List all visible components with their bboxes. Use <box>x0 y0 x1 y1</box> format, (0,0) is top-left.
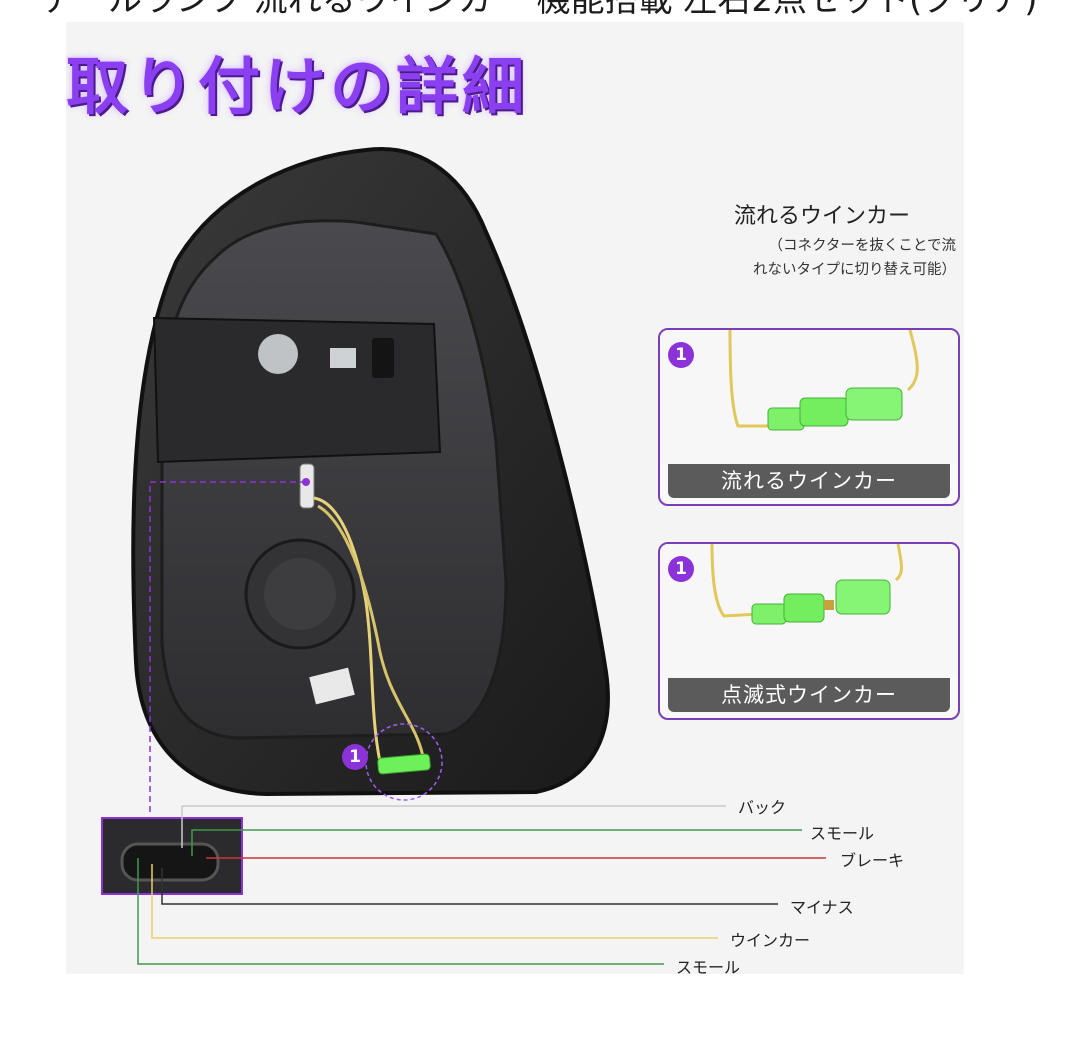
wire-line-back <box>181 805 726 848</box>
header-strip: ーテールランプ 流れるウインカー 機能搭載 左右2点セット(クリア) <box>0 0 1080 22</box>
wire-label-brake: ブレーキ <box>840 851 905 870</box>
wire-line-small-1 <box>191 829 802 856</box>
wire-label-small-1: スモール <box>810 824 875 843</box>
lamp-sticker <box>258 334 298 374</box>
lamp-mount-block <box>152 316 442 464</box>
lamp-wire-b <box>317 504 426 763</box>
product-image-panel: 取り付けの詳細 <box>66 22 964 974</box>
wire-label-winker: ウインカー <box>730 931 811 950</box>
winker-heading: 流れるウインカー <box>733 204 910 229</box>
sequential-winker-card: 1 流れるウインカー <box>658 328 960 506</box>
barcode-sticker <box>309 667 355 705</box>
lamp-label <box>330 348 356 368</box>
lamp-inner-body <box>160 219 508 740</box>
lamp-connector-badge: 1 <box>342 744 368 770</box>
lamp-socket <box>299 463 315 509</box>
header-strip-text: ーテールランプ 流れるウインカー 機能搭載 左右2点セット(クリア) <box>6 0 1038 20</box>
winker-note-line-1: （コネクターを抜くことで流 <box>768 238 956 254</box>
wire-label-back: バック <box>738 798 787 817</box>
wire-line-winker <box>151 864 718 939</box>
blinking-connector-photo <box>660 544 958 678</box>
card-badge: 1 <box>668 342 694 368</box>
wire-line-minus <box>161 868 778 905</box>
socket-leader-dot <box>302 478 310 486</box>
wire-line-small-2 <box>137 858 664 965</box>
lamp-tab <box>372 338 394 378</box>
socket-leader-line <box>149 481 306 816</box>
lamp-connector <box>377 753 431 775</box>
sequential-connector-photo <box>660 330 958 464</box>
connector-detail-port <box>120 842 220 882</box>
winker-note: （コネクターを抜くことで流 れないタイプに切り替え可能） <box>670 234 956 282</box>
lamp-vent-inner <box>264 558 336 630</box>
card-caption: 流れるウインカー <box>668 464 950 498</box>
winker-note-line-2: れないタイプに切り替え可能） <box>753 262 956 278</box>
wire-label-small-2: スモール <box>676 958 741 974</box>
blinking-winker-card: 1 点滅式ウインカー <box>658 542 960 720</box>
wire-label-minus: マイナス <box>790 898 854 917</box>
card-badge: 1 <box>668 556 694 582</box>
lamp-wire-a <box>313 496 382 763</box>
page-title: 取り付けの詳細 <box>66 50 529 123</box>
tail-lamp-illustration <box>101 147 826 965</box>
card-caption: 点滅式ウインカー <box>668 678 950 712</box>
